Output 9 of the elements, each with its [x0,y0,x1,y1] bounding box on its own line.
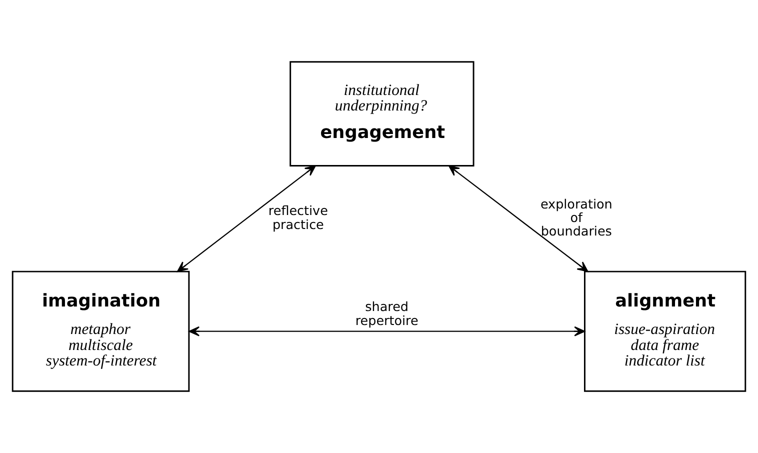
node-box: institutional underpinning? engagement [290,61,474,166]
node-box: alignment issue-aspiration data frame indicator list [584,270,746,392]
node-box: imagination metaphor multiscale system-of-interest [12,270,190,392]
arrow [188,326,586,336]
arrow [177,165,316,272]
edge-label: exploration of boundaries [540,197,612,240]
arrow [448,165,588,272]
edge-label: shared repertoire [355,300,418,329]
edge-label: reflective practice [268,204,328,233]
